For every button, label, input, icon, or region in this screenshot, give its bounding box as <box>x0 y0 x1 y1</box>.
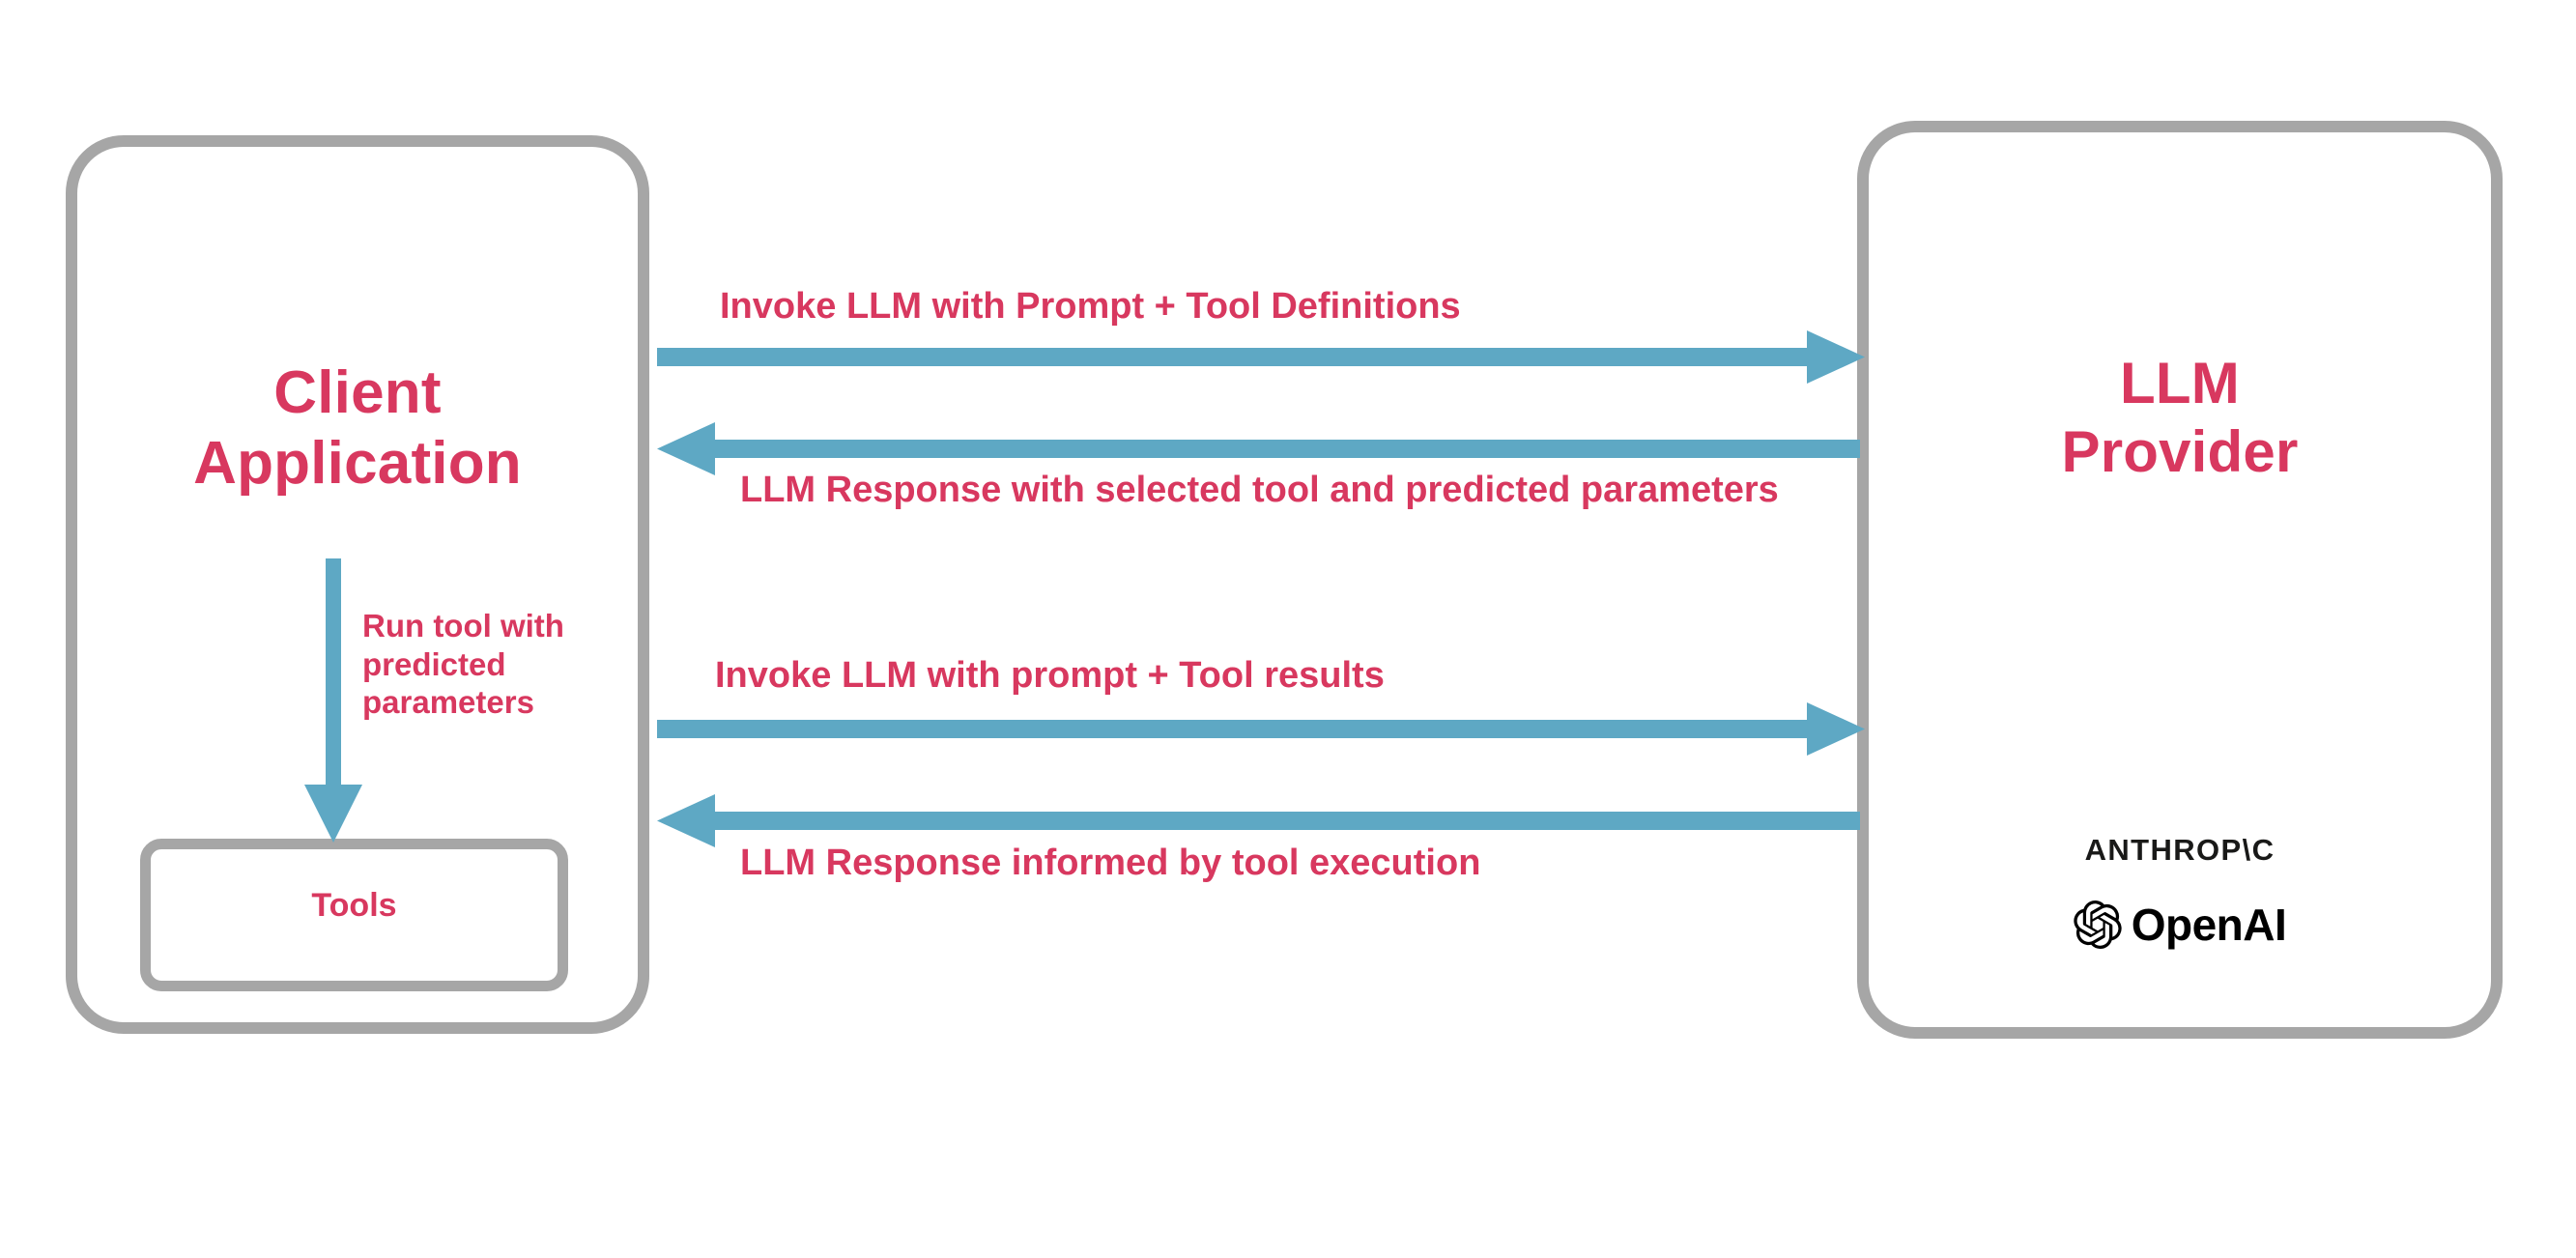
openai-wordmark-text: OpenAI <box>2131 900 2287 950</box>
arrow-invoke-with-tool-definitions <box>657 330 1865 384</box>
openai-mark-icon <box>2074 901 2122 949</box>
flow-label-invoke-with-tool-definitions: Invoke LLM with Prompt + Tool Definition… <box>720 286 1461 327</box>
client-application-title: Client Application <box>193 359 522 498</box>
tools-label: Tools <box>311 887 397 924</box>
openai-logo: OpenAI <box>1857 899 2503 951</box>
anthropic-logo: ANTHROP\C <box>2084 833 2275 867</box>
flow-label-llm-response-with-tool: LLM Response with selected tool and pred… <box>740 470 1779 510</box>
arrow-llm-response-with-tool <box>657 422 1860 475</box>
llm-provider-box <box>1857 121 2503 1039</box>
arrow-llm-response-informed <box>657 794 1860 847</box>
flow-label-invoke-with-tool-results: Invoke LLM with prompt + Tool results <box>715 655 1385 696</box>
arrow-invoke-with-tool-results <box>657 702 1865 756</box>
flow-label-llm-response-informed: LLM Response informed by tool execution <box>740 843 1481 883</box>
flow-label-run-tool: Run tool with predicted parameters <box>362 608 564 721</box>
llm-provider-title: LLM Provider <box>2061 351 2299 484</box>
tools-box <box>140 839 568 991</box>
